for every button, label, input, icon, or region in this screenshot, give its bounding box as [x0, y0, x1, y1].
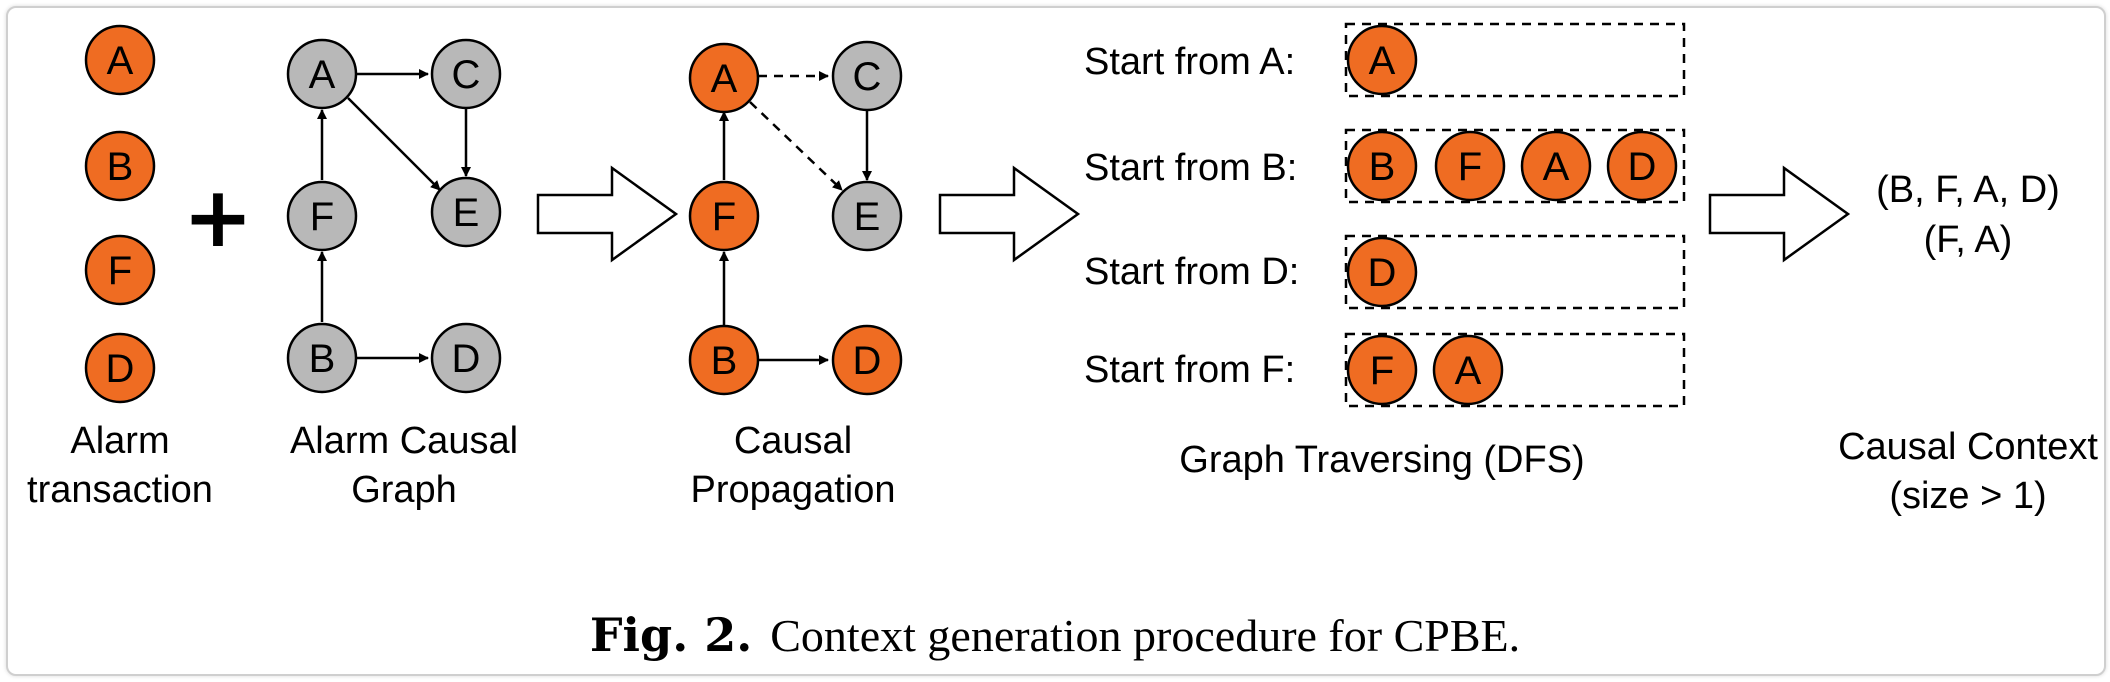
causal-graph-group: A C F E B D Alarm Causal Graph — [286, 38, 518, 511]
svg-text:A: A — [711, 57, 738, 101]
svg-text:F: F — [1458, 145, 1482, 189]
graph-node-b: B — [286, 322, 358, 394]
causal-graph-label-line1: Alarm Causal — [290, 420, 518, 462]
graph-node-e: E — [430, 176, 502, 248]
svg-text:F: F — [108, 249, 132, 293]
traversal-node-d: D — [1606, 130, 1678, 202]
svg-text:D: D — [1628, 145, 1657, 189]
svg-text:A: A — [1455, 349, 1482, 393]
traversal-node-f: F — [1434, 130, 1506, 202]
propagation-node-c: C — [831, 40, 903, 112]
propagation-node-f: F — [688, 180, 760, 252]
svg-text:B: B — [309, 337, 336, 381]
traversal-node-f: F — [1346, 334, 1418, 406]
propagation-group: A C F E B D Causal Propagation — [688, 40, 903, 511]
traversal-group: Start from A: A Start from B: B F A — [1084, 22, 1686, 481]
traversal-row-f: Start from F: F A — [1084, 332, 1686, 408]
traversal-row-label: Start from A: — [1084, 41, 1295, 83]
flow-arrow-2 — [938, 165, 1081, 263]
context-line-1: (B, F, A, D) — [1876, 169, 2060, 211]
traversal-row-a: Start from A: A — [1084, 22, 1686, 98]
caption-prefix: Fig. 2. — [590, 608, 752, 662]
traversal-row-label: Start from B: — [1084, 147, 1297, 189]
graph-node-d: D — [430, 322, 502, 394]
causal-graph-label-line2: Graph — [351, 469, 457, 511]
svg-text:B: B — [711, 339, 738, 383]
transaction-node-a: A — [84, 24, 156, 96]
context-group: (B, F, A, D) (F, A) Causal Context (size… — [1838, 169, 2098, 517]
caption-text: Context generation procedure for CPBE. — [770, 610, 1520, 661]
figure-frame — [6, 6, 2106, 676]
context-label-line2: (size > 1) — [1889, 475, 2046, 517]
graph-node-a: A — [286, 38, 358, 110]
traversal-row-label: Start from F: — [1084, 349, 1295, 391]
transaction-node-b: B — [84, 130, 156, 202]
context-label-line1: Causal Context — [1838, 426, 2098, 468]
svg-text:C: C — [853, 55, 882, 99]
svg-text:D: D — [853, 339, 882, 383]
propagation-node-a: A — [688, 42, 760, 114]
figure-caption: Fig. 2. Context generation procedure for… — [590, 608, 1520, 662]
propagation-label-line2: Propagation — [691, 469, 896, 511]
svg-text:A: A — [1543, 145, 1570, 189]
graph-node-c: C — [430, 38, 502, 110]
propagation-node-e: E — [831, 180, 903, 252]
svg-text:A: A — [309, 53, 336, 97]
svg-text:E: E — [854, 195, 881, 239]
svg-text:F: F — [712, 195, 736, 239]
edge-a-e — [347, 97, 441, 191]
svg-text:D: D — [452, 337, 481, 381]
traversal-node-a: A — [1346, 24, 1418, 96]
edge-a-e-dashed — [749, 101, 843, 191]
traversal-box — [1344, 332, 1686, 408]
svg-text:A: A — [107, 39, 134, 83]
svg-text:D: D — [106, 347, 135, 391]
plus-icon: + — [183, 168, 253, 266]
flow-arrow-1 — [536, 165, 679, 263]
traversal-row-label: Start from D: — [1084, 251, 1299, 293]
svg-text:F: F — [1370, 349, 1394, 393]
svg-text:D: D — [1368, 251, 1397, 295]
propagation-label-line1: Causal — [734, 420, 852, 462]
transaction-group: A B F D Alarm transaction — [27, 24, 213, 511]
svg-text:B: B — [107, 145, 134, 189]
traversal-box — [1344, 128, 1686, 204]
propagation-node-d: D — [831, 324, 903, 396]
traversal-box — [1344, 22, 1686, 98]
transaction-node-f: F — [84, 234, 156, 306]
transaction-node-d: D — [84, 332, 156, 404]
svg-text:C: C — [452, 53, 481, 97]
traversal-label: Graph Traversing (DFS) — [1179, 439, 1584, 481]
traversal-node-a: A — [1432, 334, 1504, 406]
svg-text:F: F — [310, 195, 334, 239]
transaction-label-line1: Alarm — [70, 420, 169, 462]
transaction-label-line2: transaction — [27, 469, 213, 511]
traversal-node-d: D — [1346, 236, 1418, 308]
traversal-node-a: A — [1520, 130, 1592, 202]
svg-text:E: E — [453, 191, 480, 235]
traversal-row-b: Start from B: B F A D — [1084, 128, 1686, 204]
traversal-node-b: B — [1346, 130, 1418, 202]
traversal-row-d: Start from D: D — [1084, 234, 1686, 310]
flow-arrow-3 — [1708, 165, 1851, 263]
context-line-2: (F, A) — [1924, 219, 2013, 261]
svg-text:A: A — [1369, 39, 1396, 83]
graph-node-f: F — [286, 180, 358, 252]
traversal-box — [1344, 234, 1686, 310]
propagation-node-b: B — [688, 324, 760, 396]
svg-text:B: B — [1369, 145, 1396, 189]
